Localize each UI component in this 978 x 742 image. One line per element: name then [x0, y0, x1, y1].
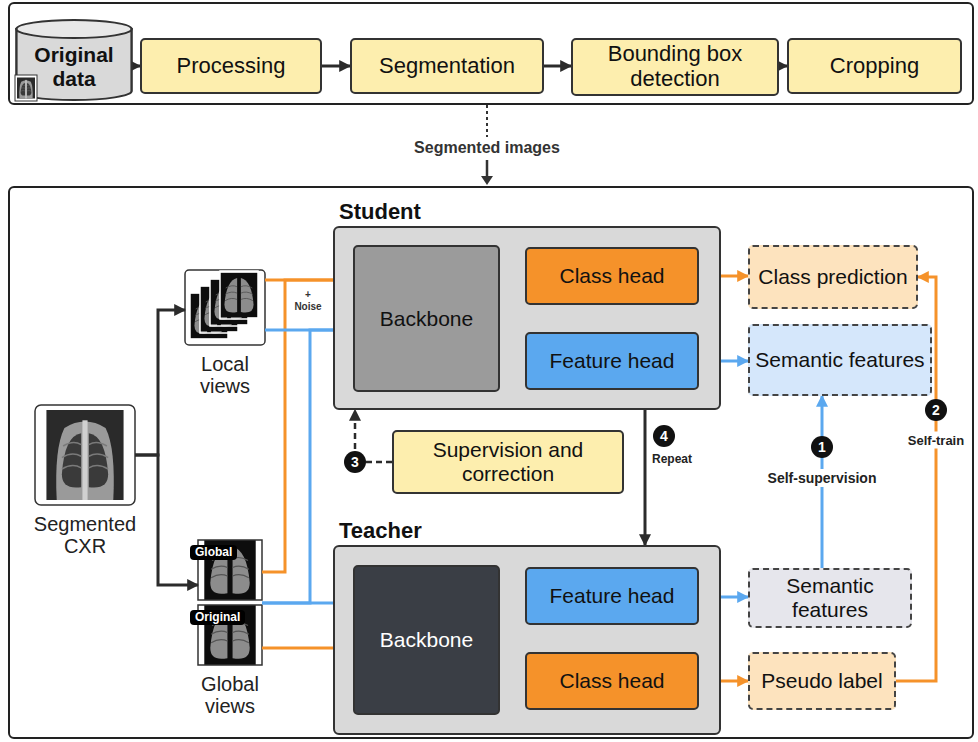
supervision-box: Supervision and correction — [392, 430, 624, 494]
local-views-stack — [185, 270, 265, 345]
original-view-image-text: Original — [190, 610, 245, 625]
feature-head-text: Feature head — [550, 584, 675, 608]
connector — [779, 65, 787, 68]
connector — [544, 65, 571, 68]
pseudo-label-box-text: Pseudo label — [761, 669, 882, 693]
connector — [135, 310, 185, 455]
training-frame — [9, 187, 973, 738]
original-view-image: Original — [198, 605, 262, 665]
backbone-box: Backbone — [353, 565, 500, 715]
prediction-box-text: Class prediction — [758, 265, 907, 289]
connector — [135, 455, 198, 585]
supervision-box-text: Supervision and correction — [394, 438, 622, 485]
flow-label: Segmented images — [411, 139, 563, 157]
chest-xray-image: Segmented CXR — [35, 405, 135, 505]
feature-head: Feature head — [525, 567, 699, 625]
xray-icon — [15, 75, 37, 101]
connector — [322, 65, 350, 68]
callout-number: 4 — [653, 425, 675, 447]
pseudo-label-box: Pseudo label — [748, 652, 896, 710]
class-head: Class head — [525, 652, 699, 710]
prediction-box: Class prediction — [748, 245, 918, 309]
teacher-panel: TeacherBackboneFeature headClass head — [333, 545, 721, 735]
backbone-box-text: Backbone — [380, 307, 473, 331]
local-views-image-text: Local views — [175, 353, 275, 398]
global-views-group: Global viewsGlobalOriginal — [198, 540, 262, 665]
process-box: Segmentation — [350, 38, 544, 94]
noise-label: + Noise — [291, 289, 325, 312]
class-head-text: Class head — [559, 669, 664, 693]
global-view-image: Global — [198, 540, 262, 600]
edge-label: Self-supervision — [765, 469, 880, 487]
class-head-text: Class head — [559, 264, 664, 288]
backbone-box-text: Backbone — [380, 628, 473, 652]
feature-box: Semantic features — [748, 568, 912, 628]
global-views-group-text: Global views — [180, 673, 280, 718]
process-box-text: Segmentation — [379, 54, 515, 79]
process-box: Bounding box detection — [571, 38, 779, 96]
chest-xray — [35, 405, 135, 505]
process-box-text: Cropping — [830, 54, 919, 79]
local-views-image: Local views — [185, 270, 265, 345]
backbone-box: Backbone — [353, 245, 500, 392]
global-view-image-text: Global — [190, 545, 237, 560]
student-panel: StudentBackboneClass headFeature head — [333, 226, 721, 410]
feature-box: Semantic features — [748, 324, 932, 396]
pipeline-frame — [9, 3, 973, 104]
database-cylinder-text: Original data — [14, 43, 134, 90]
teacher-panel-text: Teacher — [339, 519, 422, 544]
student-panel-text: Student — [339, 200, 421, 225]
process-box-text: Processing — [177, 54, 286, 79]
edge-label: Self-train — [906, 432, 966, 449]
process-box: Cropping — [787, 38, 962, 94]
process-box-text: Bounding box detection — [573, 42, 777, 91]
class-head: Class head — [525, 247, 699, 305]
callout-number: 2 — [925, 399, 947, 421]
callout-number: 1 — [811, 436, 833, 458]
chest-xray-image-text: Segmented CXR — [25, 513, 145, 558]
feature-head: Feature head — [525, 332, 699, 390]
feature-head-text: Feature head — [550, 349, 675, 373]
process-box: Processing — [140, 38, 322, 94]
edge-label: Repeat — [650, 452, 694, 466]
feature-box-text: Semantic features — [750, 574, 910, 621]
cylinder-top — [16, 20, 131, 38]
callout-number: 3 — [344, 451, 366, 473]
connector — [644, 410, 647, 545]
feature-box-text: Semantic features — [755, 348, 924, 372]
database-cylinder: Original data — [14, 18, 134, 102]
